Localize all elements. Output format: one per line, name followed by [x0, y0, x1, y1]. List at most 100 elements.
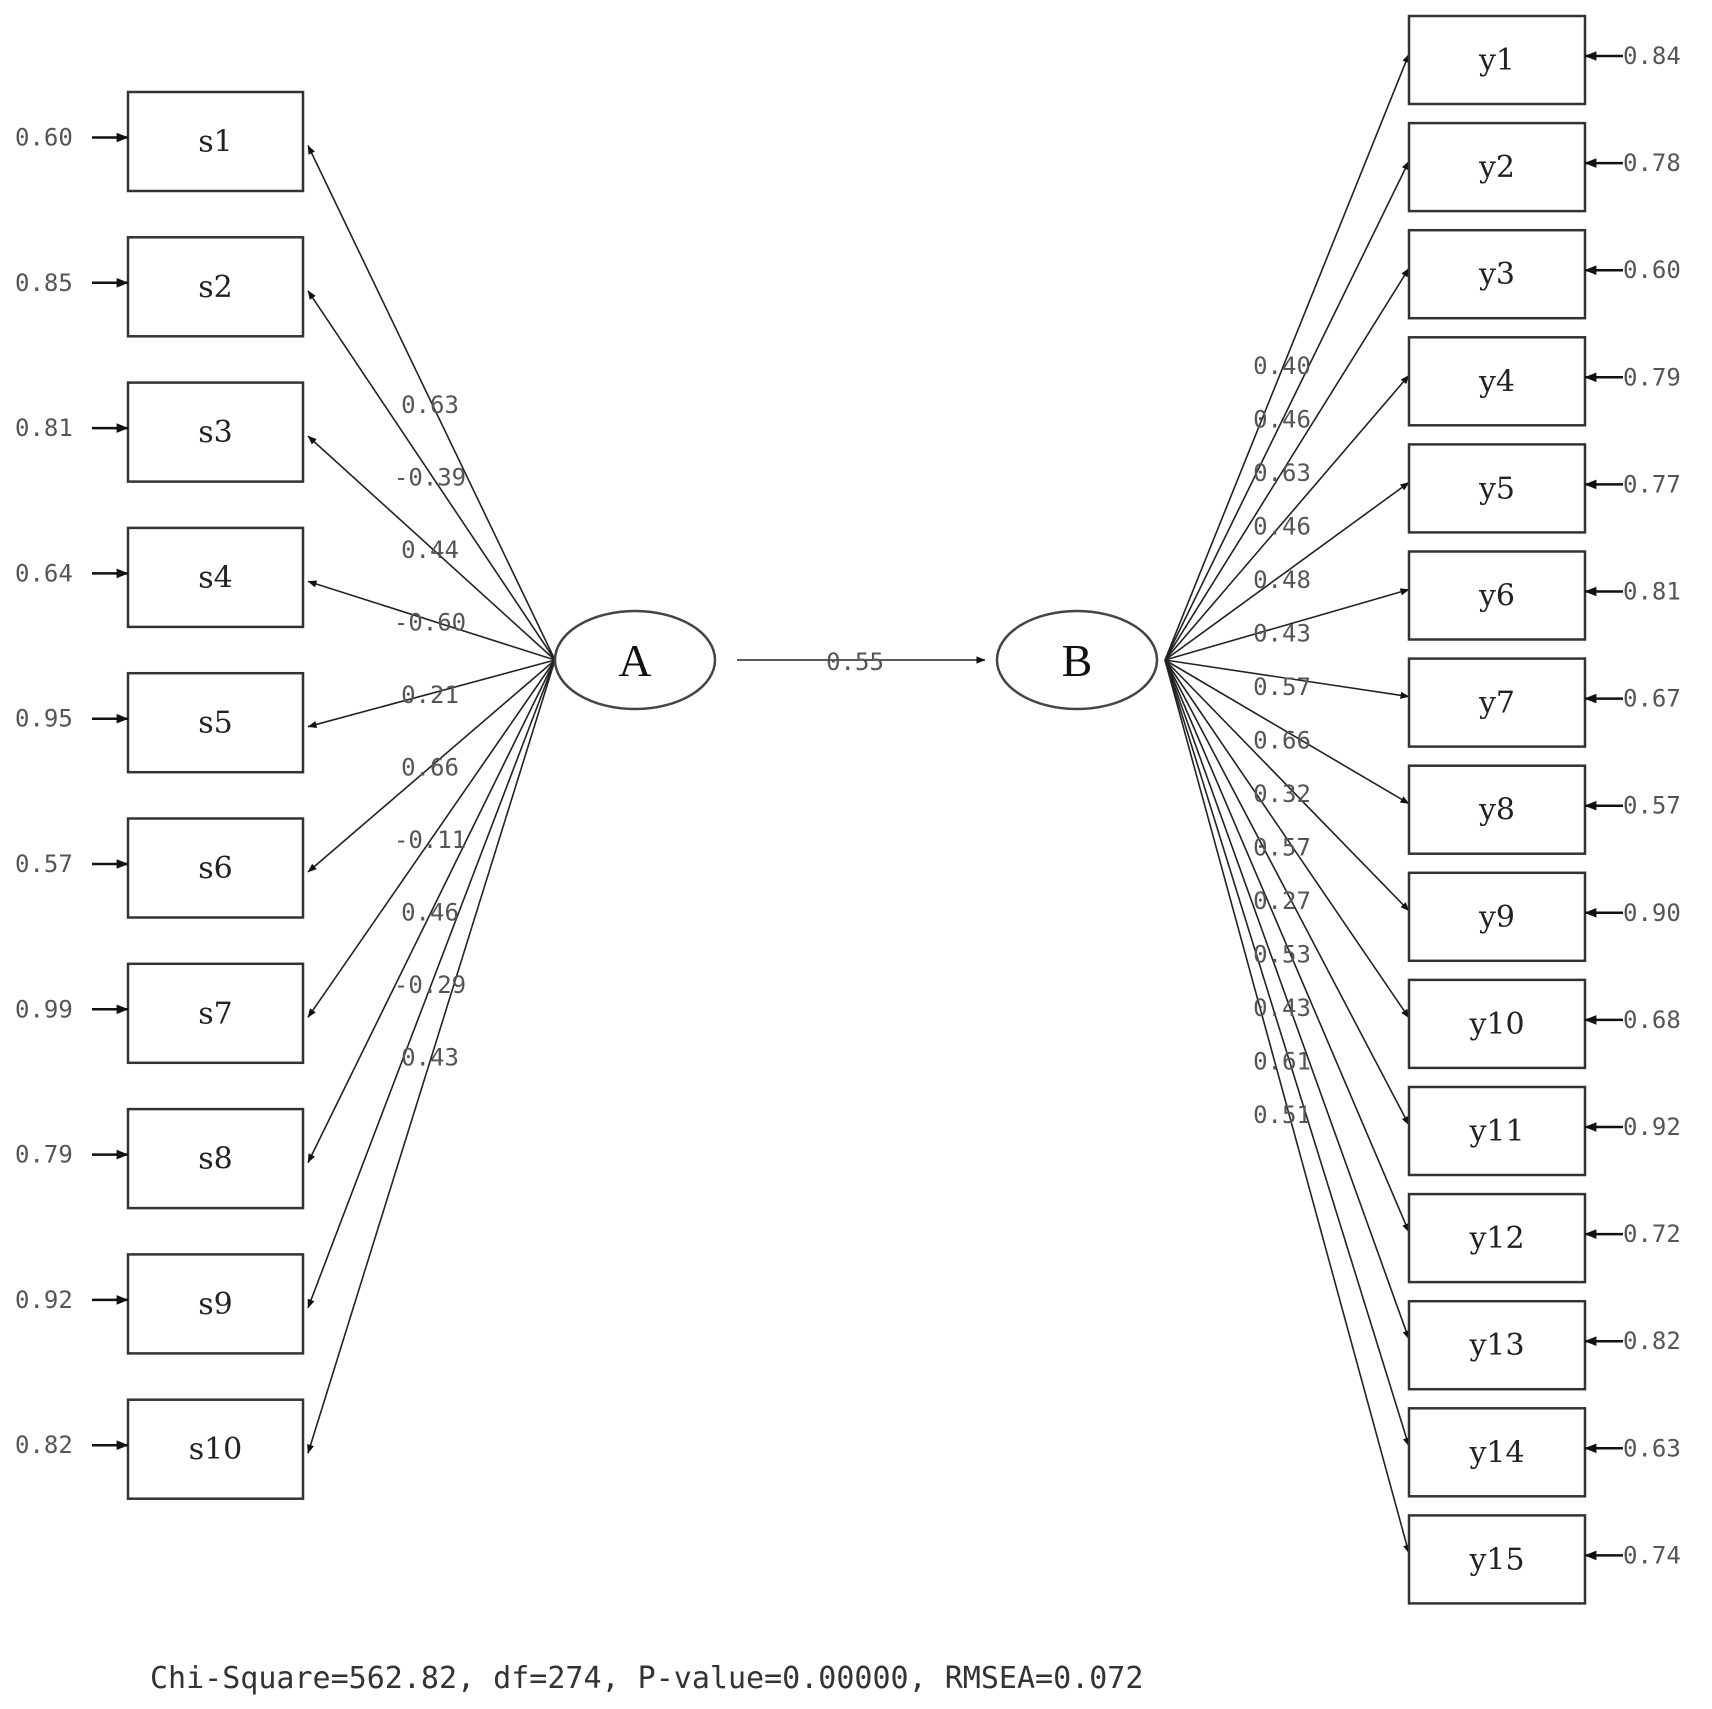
- indicator-y7-label: y7: [1478, 686, 1515, 721]
- error-variance-y5: 0.77: [1623, 470, 1681, 498]
- loading-y13: 0.43: [1253, 994, 1311, 1022]
- path-b-to-y12: [1164, 659, 1410, 1233]
- loading-y8: 0.66: [1253, 727, 1311, 755]
- path-a-to-s2: [307, 290, 556, 661]
- loading-y12: 0.53: [1253, 941, 1311, 969]
- path-b-to-y14: [1164, 659, 1410, 1447]
- loading-s7: -0.11: [394, 826, 466, 854]
- error-variance-y4: 0.79: [1623, 363, 1681, 391]
- loading-s6: 0.66: [401, 754, 459, 782]
- indicator-y10-label: y10: [1468, 1007, 1524, 1042]
- path-b-to-y5: [1164, 481, 1410, 661]
- loading-y1: 0.40: [1253, 352, 1311, 380]
- indicator-s10-label: s10: [189, 1432, 243, 1467]
- loading-s8: 0.46: [401, 899, 459, 927]
- path-b-to-y8: [1164, 659, 1410, 805]
- latent-variable-a-label: A: [618, 635, 651, 686]
- path-b-to-y1: [1164, 53, 1410, 661]
- indicator-y15: [1407, 1514, 1587, 1605]
- error-variance-y13: 0.82: [1623, 1327, 1681, 1355]
- path-a-to-s6: [307, 659, 556, 873]
- loading-y5: 0.48: [1253, 566, 1311, 594]
- indicator-y8-label: y8: [1478, 793, 1515, 828]
- loading-y10: 0.57: [1253, 834, 1311, 862]
- error-variance-s2: 0.85: [15, 269, 73, 297]
- indicator-y7: [1407, 657, 1587, 748]
- path-a-to-s9: [307, 659, 556, 1309]
- error-variance-y8: 0.57: [1623, 792, 1681, 820]
- indicator-s9: [126, 1253, 305, 1355]
- loading-s2: -0.39: [394, 464, 466, 492]
- indicator-s4-label: s4: [198, 560, 232, 595]
- indicator-s6-label: s6: [198, 851, 232, 886]
- indicator-s8: [126, 1107, 305, 1210]
- indicator-s6: [126, 817, 305, 919]
- error-variance-s1: 0.60: [15, 124, 73, 152]
- error-variance-y15: 0.74: [1623, 1541, 1681, 1569]
- error-variance-s3: 0.81: [15, 414, 73, 442]
- indicator-s10: [126, 1398, 305, 1500]
- indicator-s8-label: s8: [198, 1142, 232, 1177]
- path-b-to-y2: [1164, 160, 1410, 661]
- error-variance-s10: 0.82: [15, 1431, 73, 1459]
- indicator-y8: [1407, 764, 1587, 855]
- indicator-s7-label: s7: [198, 996, 232, 1031]
- error-variance-s4: 0.64: [15, 559, 73, 587]
- indicator-y2-label: y2: [1478, 150, 1515, 185]
- path-b-to-y7: [1164, 659, 1410, 699]
- indicator-y5-label: y5: [1478, 471, 1515, 506]
- loading-y7: 0.57: [1253, 673, 1311, 701]
- loading-y14: 0.61: [1253, 1048, 1311, 1076]
- indicator-y9-label: y9: [1478, 900, 1515, 935]
- loading-s4: -0.60: [394, 609, 466, 637]
- path-a-to-s5: [307, 659, 556, 728]
- loading-y6: 0.43: [1253, 620, 1311, 648]
- loading-y3: 0.63: [1253, 459, 1311, 487]
- indicator-y10: [1407, 978, 1587, 1070]
- indicator-y5: [1407, 443, 1587, 534]
- path-b-to-y15: [1164, 659, 1411, 1554]
- error-variance-y7: 0.67: [1623, 685, 1681, 713]
- indicator-y15-label: y15: [1468, 1542, 1524, 1577]
- indicator-s1-label: s1: [198, 125, 232, 160]
- path-a-to-s3: [307, 435, 556, 661]
- loading-s9: -0.29: [394, 971, 466, 999]
- error-variance-y1: 0.84: [1623, 42, 1681, 70]
- error-variance-s5: 0.95: [15, 705, 73, 733]
- path-a-to-s1: [307, 145, 556, 661]
- path-b-to-y4: [1164, 374, 1410, 661]
- indicator-y14: [1407, 1407, 1587, 1498]
- loading-s1: 0.63: [401, 391, 459, 419]
- path-b-to-y13: [1164, 659, 1410, 1340]
- indicator-y2: [1407, 121, 1587, 213]
- error-variance-y14: 0.63: [1623, 1434, 1681, 1462]
- loading-y2: 0.46: [1253, 406, 1311, 434]
- error-variance-y6: 0.81: [1623, 578, 1681, 606]
- indicator-y6-label: y6: [1478, 579, 1515, 614]
- indicator-y11-label: y11: [1468, 1114, 1524, 1149]
- latent-variable-b: [995, 609, 1159, 711]
- indicator-s3: [126, 381, 305, 483]
- indicator-y12: [1407, 1192, 1587, 1284]
- indicator-y13-label: y13: [1468, 1328, 1524, 1363]
- error-variance-y9: 0.90: [1623, 899, 1681, 927]
- latent-variable-a: [553, 609, 717, 711]
- error-variance-y2: 0.78: [1623, 149, 1681, 177]
- indicator-s2: [126, 236, 305, 338]
- path-a-to-s7: [307, 659, 556, 1018]
- loading-s3: 0.44: [401, 536, 459, 564]
- indicator-s2-label: s2: [198, 270, 232, 305]
- error-variance-y12: 0.72: [1623, 1220, 1681, 1248]
- error-variance-s6: 0.57: [15, 850, 73, 878]
- structural-path-coefficient: 0.55: [826, 648, 884, 676]
- indicator-y13: [1407, 1299, 1587, 1391]
- indicator-s7: [126, 962, 305, 1065]
- indicator-s1: [126, 90, 305, 193]
- path-b-to-y10: [1164, 659, 1410, 1019]
- error-variance-y3: 0.60: [1623, 256, 1681, 284]
- indicator-y12-label: y12: [1468, 1221, 1524, 1256]
- indicator-s5-label: s5: [198, 706, 232, 741]
- path-a-to-s8: [307, 659, 556, 1164]
- path-b-to-y9: [1164, 659, 1410, 912]
